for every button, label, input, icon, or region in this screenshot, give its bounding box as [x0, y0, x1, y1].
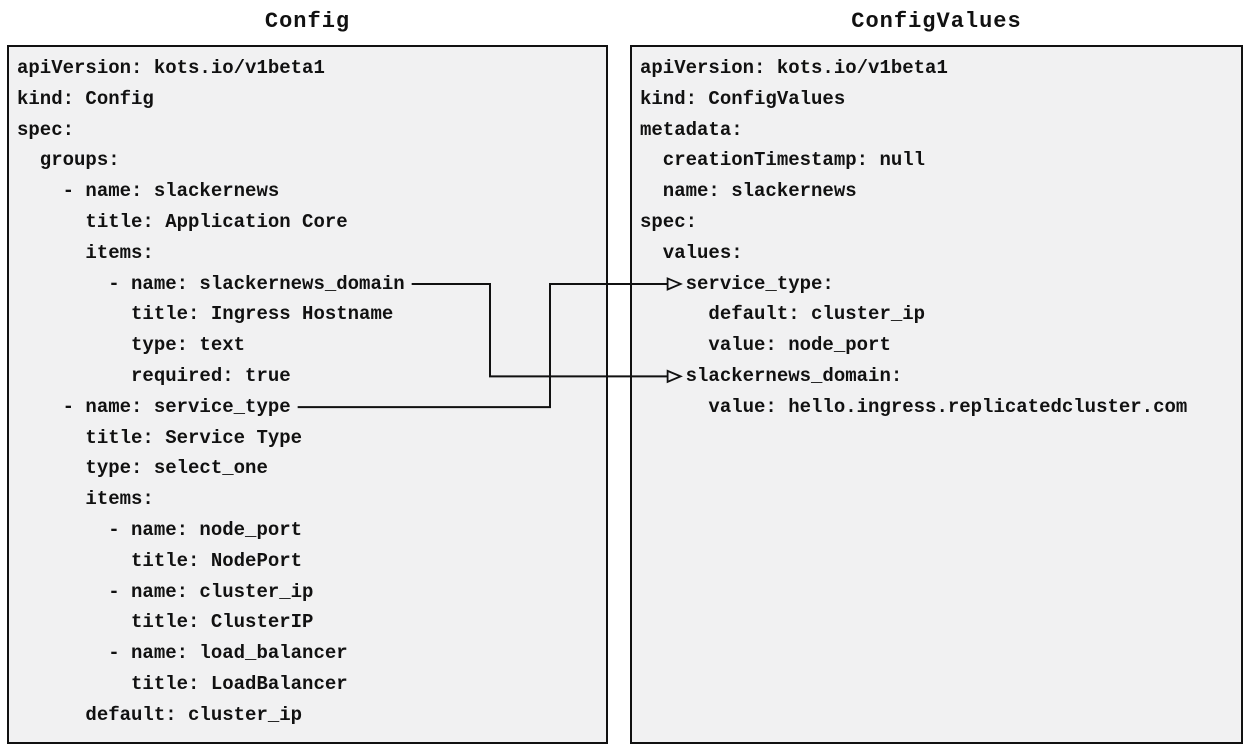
- code-text: - name: node_port: [17, 518, 303, 541]
- code-text: apiVersion: kots.io/v1beta1: [17, 57, 325, 79]
- code-text: type: select_one: [17, 457, 268, 480]
- code-line: metadata:: [640, 115, 1233, 146]
- code-line: - name: slackernews_domain: [17, 269, 598, 300]
- code-line: required: true: [17, 361, 598, 392]
- code-line: type: select_one: [17, 453, 598, 484]
- code-text: groups:: [17, 149, 120, 172]
- code-line: title: Service Type: [17, 423, 598, 454]
- code-line: title: Application Core: [17, 207, 598, 238]
- code-line: spec:: [640, 207, 1233, 238]
- code-line: value: node_port: [640, 330, 1233, 361]
- code-text: apiVersion: kots.io/v1beta1: [640, 57, 948, 79]
- code-text: value: hello.ingress.replicatedcluster.c…: [640, 395, 1188, 418]
- config-panel-title: Config: [264, 9, 351, 34]
- code-text: title: ClusterIP: [17, 611, 314, 634]
- code-line: type: text: [17, 330, 598, 361]
- code-text: kind: Config: [17, 87, 154, 110]
- config-yaml-panel: apiVersion: kots.io/v1beta1 kind: Config s…: [7, 45, 608, 744]
- code-line: title: ClusterIP: [17, 607, 598, 638]
- code-line: title: LoadBalancer: [17, 669, 598, 700]
- code-line: title: Ingress Hostname: [17, 299, 598, 330]
- code-text: creationTimestamp: null: [640, 149, 926, 172]
- code-text: service_type:: [640, 272, 834, 295]
- code-text: - name: slackernews: [17, 180, 280, 203]
- configvalues-panel-title: ConfigValues: [851, 9, 1022, 34]
- code-text: title: Application Core: [17, 210, 348, 233]
- code-text: spec:: [17, 118, 75, 141]
- code-line: value: hello.ingress.replicatedcluster.c…: [640, 392, 1233, 423]
- code-text: default: cluster_ip: [17, 703, 303, 726]
- code-line: default: cluster_ip: [17, 700, 598, 731]
- code-text: default: cluster_ip: [640, 303, 926, 326]
- code-text: required: true: [17, 364, 291, 387]
- code-line: items:: [17, 238, 598, 269]
- code-line: apiVersion: kots.io/v1beta1: [640, 53, 1233, 84]
- code-line: groups:: [17, 145, 598, 176]
- code-text: kind: ConfigValues: [640, 87, 846, 110]
- code-text: type: text: [17, 334, 246, 357]
- code-line: items:: [17, 484, 598, 515]
- code-text: items:: [17, 488, 154, 511]
- code-line: title: NodePort: [17, 546, 598, 577]
- code-line: kind: Config: [17, 84, 598, 115]
- code-text: title: LoadBalancer: [17, 672, 348, 695]
- code-text: metadata:: [640, 118, 743, 141]
- code-text: name: slackernews: [640, 180, 857, 203]
- code-line: kind: ConfigValues: [640, 84, 1233, 115]
- code-line: creationTimestamp: null: [640, 145, 1233, 176]
- code-text: title: NodePort: [17, 549, 303, 572]
- code-line: spec:: [17, 115, 598, 146]
- code-text: title: Ingress Hostname: [17, 303, 394, 326]
- code-text: title: Service Type: [17, 426, 303, 449]
- code-line: - name: node_port: [17, 515, 598, 546]
- code-text: - name: cluster_ip: [17, 580, 314, 603]
- code-line: default: cluster_ip: [640, 299, 1233, 330]
- code-line: apiVersion: kots.io/v1beta1: [17, 53, 598, 84]
- code-line: - name: cluster_ip: [17, 577, 598, 608]
- code-line: - name: load_balancer: [17, 638, 598, 669]
- code-text: slackernews_domain:: [640, 364, 903, 387]
- code-text: values:: [640, 241, 743, 264]
- code-line: name: slackernews: [640, 176, 1233, 207]
- code-line: - name: service_type: [17, 392, 598, 423]
- code-line: values:: [640, 238, 1233, 269]
- code-text: - name: slackernews_domain: [17, 272, 405, 295]
- configvalues-yaml-panel: apiVersion: kots.io/v1beta1 kind: ConfigV…: [630, 45, 1243, 744]
- code-line: slackernews_domain:: [640, 361, 1233, 392]
- code-text: items:: [17, 241, 154, 264]
- code-text: - name: service_type: [17, 395, 291, 418]
- code-line: - name: slackernews: [17, 176, 598, 207]
- code-text: spec:: [640, 210, 698, 233]
- code-line: service_type:: [640, 269, 1233, 300]
- code-text: value: node_port: [640, 334, 891, 357]
- code-text: - name: load_balancer: [17, 642, 348, 665]
